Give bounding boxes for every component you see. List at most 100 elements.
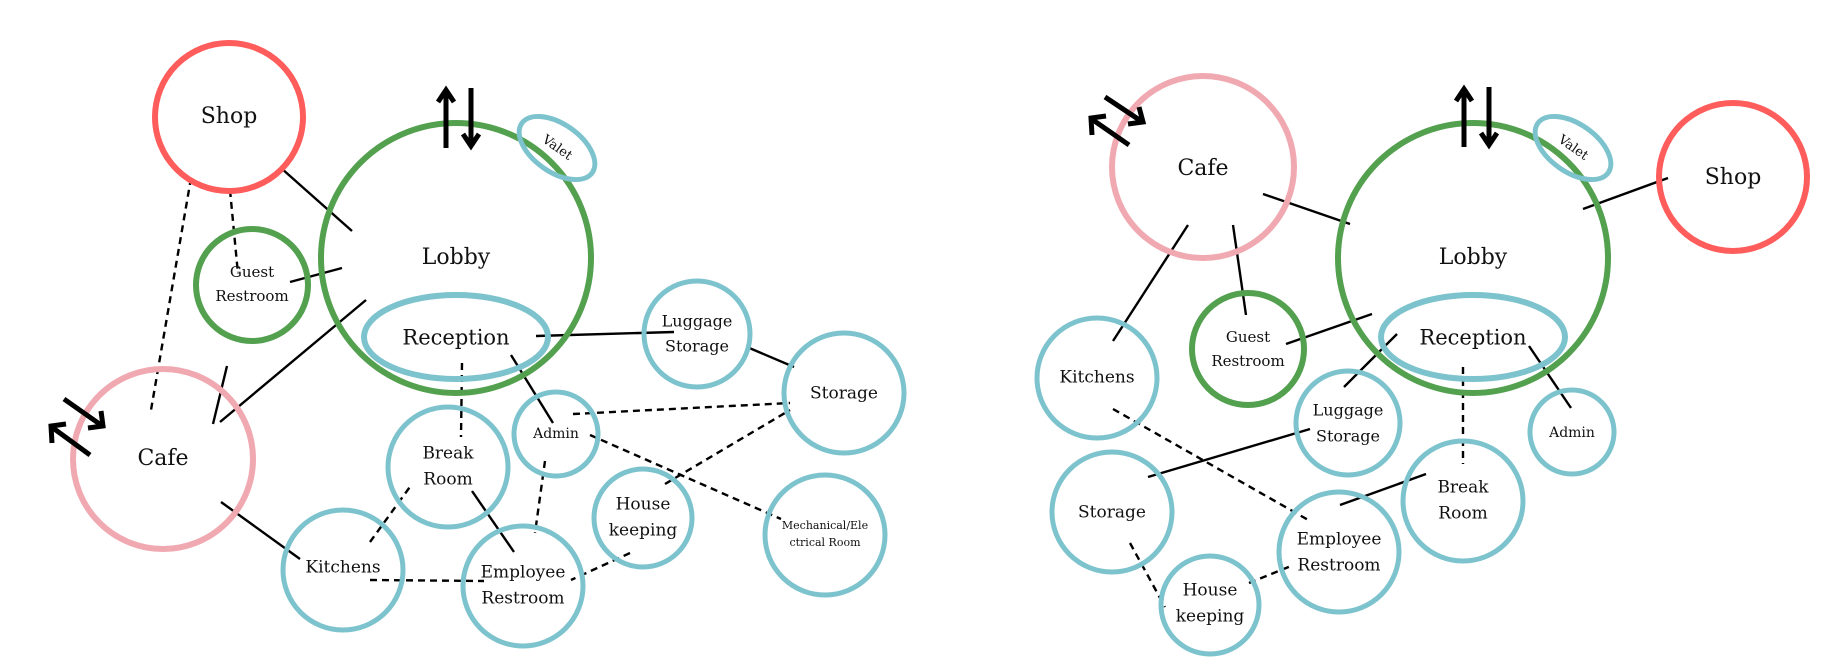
cafe-label: Cafe bbox=[1177, 156, 1228, 181]
space-employee-restroom: Employee Restroom bbox=[460, 523, 586, 649]
space-mechanical-electrical-room: Mechanical/Ele ctrical Room bbox=[762, 472, 888, 598]
arrow-down-head bbox=[460, 132, 482, 151]
break-room-label-1: Break bbox=[1437, 478, 1489, 498]
space-valet: Valet bbox=[516, 113, 598, 183]
link-housekeeping-employee-restroom bbox=[1248, 564, 1292, 585]
right-connectors bbox=[1111, 176, 1669, 608]
link-admin-storage bbox=[572, 401, 791, 416]
space-kitchens: Kitchens bbox=[1034, 315, 1160, 441]
space-admin: Admin bbox=[511, 389, 601, 479]
break-room-label-2: Room bbox=[423, 470, 472, 490]
space-housekeeping: House keeping bbox=[1158, 553, 1262, 657]
break-room-label-1: Break bbox=[422, 444, 474, 464]
guest-restroom-label-2: Restroom bbox=[1211, 352, 1284, 370]
link-reception-break-room bbox=[459, 362, 464, 438]
space-luggage-storage: Luggage Storage bbox=[1293, 368, 1403, 478]
shop-label: Shop bbox=[1705, 165, 1762, 190]
housekeeping-bubble bbox=[591, 466, 695, 570]
employee-restroom-label-2: Restroom bbox=[481, 589, 564, 609]
right-diagram: Cafe Lobby Valet Shop Kitchens bbox=[1034, 73, 1810, 657]
employee-restroom-bubble bbox=[1276, 489, 1402, 615]
guest-restroom-label-1: Guest bbox=[230, 263, 274, 281]
valet-bubble bbox=[1532, 113, 1614, 183]
lobby-entrance-arrows bbox=[1453, 84, 1500, 150]
link-guest-restroom-cafe bbox=[211, 365, 229, 425]
storage-bubble bbox=[781, 330, 907, 456]
break-room-bubble bbox=[385, 404, 511, 530]
housekeeping-bubble bbox=[1158, 553, 1262, 657]
link-kitchens-employee-restroom bbox=[1112, 407, 1311, 523]
link-cafe-lobby bbox=[219, 299, 367, 423]
space-cafe: Cafe bbox=[1109, 73, 1297, 261]
space-admin: Admin bbox=[1527, 387, 1617, 477]
guest-restroom-label-1: Guest bbox=[1226, 328, 1270, 346]
cafe-entrance-arrows bbox=[1088, 94, 1147, 148]
housekeeping-label-1: House bbox=[616, 495, 671, 515]
break-room-label-2: Room bbox=[1438, 504, 1487, 524]
guest-restroom-bubble bbox=[193, 226, 311, 344]
space-lobby: Lobby bbox=[1335, 120, 1611, 396]
storage-label: Storage bbox=[1078, 503, 1146, 523]
link-shop-cafe bbox=[149, 177, 193, 411]
housekeeping-label-2: keeping bbox=[1176, 607, 1245, 627]
link-luggage-storage bbox=[746, 345, 795, 369]
arrow-up-head bbox=[1453, 84, 1475, 103]
mechanical-label-1: Mechanical/Ele bbox=[782, 519, 868, 532]
cafe-bubble bbox=[1109, 73, 1297, 261]
link-break-room-employee-restroom bbox=[471, 490, 515, 553]
luggage-storage-label-1: Luggage bbox=[1313, 401, 1384, 420]
admin-label: Admin bbox=[1548, 425, 1595, 441]
space-break-room: Break Room bbox=[1400, 438, 1526, 564]
reception-bubble bbox=[361, 292, 551, 382]
luggage-storage-bubble bbox=[1293, 368, 1403, 478]
luggage-storage-bubble bbox=[641, 278, 753, 390]
lobby-bubble bbox=[1335, 120, 1611, 396]
employee-restroom-bubble bbox=[460, 523, 586, 649]
space-cafe: Cafe bbox=[70, 366, 256, 552]
luggage-storage-label-1: Luggage bbox=[662, 312, 733, 331]
space-shop: Shop bbox=[152, 40, 306, 194]
arrow-out-head bbox=[48, 421, 67, 444]
shop-bubble bbox=[152, 40, 306, 194]
link-shop-lobby bbox=[280, 167, 353, 232]
valet-bubble bbox=[516, 113, 598, 183]
reception-label: Reception bbox=[402, 326, 509, 350]
space-housekeeping: House keeping bbox=[591, 466, 695, 570]
link-cafe-lobby bbox=[1262, 192, 1351, 226]
link-reception-luggage bbox=[1343, 333, 1398, 388]
valet-label: Valet bbox=[1554, 132, 1591, 164]
shop-label: Shop bbox=[201, 104, 258, 129]
cafe-label: Cafe bbox=[137, 446, 188, 471]
lobby-bubble bbox=[318, 120, 594, 396]
mechanical-bubble bbox=[762, 472, 888, 598]
arrow-in-head bbox=[87, 410, 106, 431]
link-storage-housekeeping bbox=[1128, 542, 1167, 608]
arrow-out-head bbox=[1088, 113, 1107, 136]
space-employee-restroom: Employee Restroom bbox=[1276, 489, 1402, 615]
space-reception: Reception bbox=[361, 292, 551, 382]
link-break-room-employee-restroom bbox=[1339, 472, 1427, 507]
link-housekeeping-storage bbox=[664, 408, 791, 486]
space-storage: Storage bbox=[1049, 449, 1175, 575]
arrow-out-icon bbox=[51, 425, 92, 458]
link-cafe-guest-restroom bbox=[1231, 224, 1248, 316]
cafe-bubble bbox=[70, 366, 256, 552]
guest-restroom-label-2: Restroom bbox=[215, 287, 288, 305]
admin-bubble bbox=[1527, 387, 1617, 477]
space-valet: Valet bbox=[1532, 113, 1614, 183]
shop-bubble bbox=[1656, 100, 1810, 254]
housekeeping-label-2: keeping bbox=[609, 521, 678, 541]
admin-label: Admin bbox=[532, 426, 579, 442]
storage-bubble bbox=[1049, 449, 1175, 575]
kitchens-label: Kitchens bbox=[305, 558, 380, 578]
link-guest-restroom-lobby bbox=[289, 266, 343, 284]
space-guest-restroom: Guest Restroom bbox=[1189, 290, 1307, 408]
break-room-bubble bbox=[1400, 438, 1526, 564]
space-break-room: Break Room bbox=[385, 404, 511, 530]
admin-bubble bbox=[511, 389, 601, 479]
space-luggage-storage: Luggage Storage bbox=[641, 278, 753, 390]
arrow-in-icon bbox=[62, 396, 103, 428]
kitchens-bubble bbox=[280, 507, 406, 633]
lobby-entrance-arrows bbox=[435, 85, 482, 151]
